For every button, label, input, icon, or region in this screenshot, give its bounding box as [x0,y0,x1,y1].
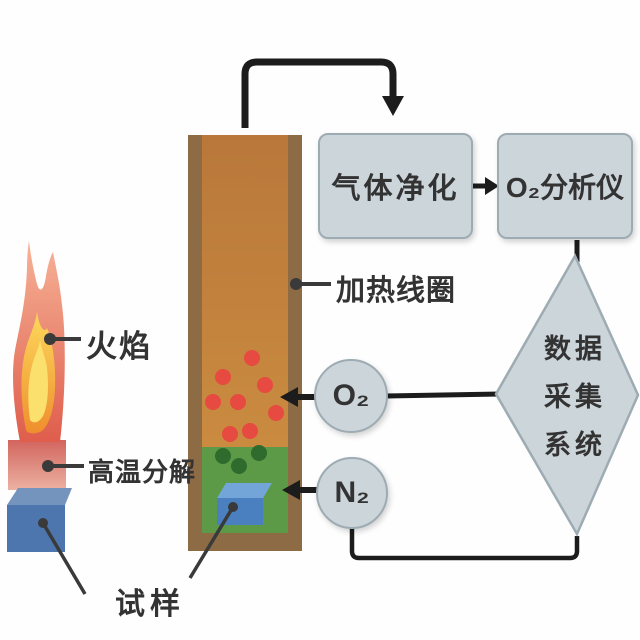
cube-top-face [217,483,272,498]
pointer-line-furnace-cube [188,506,235,579]
arrowhead [280,387,298,407]
specimen-pointers [38,502,238,595]
arrowhead [282,480,300,500]
recirculation-arrow [241,58,404,128]
pointer-line-left-cube [41,522,87,595]
furnace-wall-left [188,135,202,551]
daq-line-2: 采集 [544,382,606,412]
flame-core [28,340,48,423]
n2-inlet-arrow [282,480,318,500]
pyrolysis-dot [231,458,247,474]
pyrolysis-pointer [42,460,84,472]
oxygen-dot [222,426,238,442]
flame-illustration [7,241,72,552]
oxygen-dot [268,405,284,421]
daq-line-1: 数据 [544,334,606,364]
cube-top-face [7,488,72,505]
cube-front-face [7,505,65,552]
oxygen-dot [257,377,273,393]
cube-front-face [217,498,263,525]
recirculation-arrow-line [241,58,397,128]
daq-line-3: 系统 [544,430,606,460]
heating-coil-pointer [290,278,331,290]
recirculation-arrowhead [382,96,404,116]
specimen-label: 试样 [115,588,185,621]
flame-label: 火焰 [86,329,152,364]
daq-diamond [494,253,640,537]
left-specimen-cube [7,488,72,552]
o2-analyzer-box: O₂分析仪 [497,133,633,239]
o2-supply-node: O₂ [314,359,388,433]
arrowhead [485,177,499,195]
n2-supply-node: N₂ [316,457,388,529]
heating-coil-label: 加热线圈 [336,275,457,307]
furnace-specimen-cube [217,483,272,525]
furnace-wall-right [288,135,302,551]
pyrolysis-dot [215,448,231,464]
oxygen-dot [242,423,258,439]
pointer-dot [44,333,56,345]
purification-to-analyzer-arrow [473,177,499,195]
pointer-dot [290,278,302,290]
oxygen-dot [215,369,231,385]
o2-analyzer-label: O₂分析仪 [505,172,625,203]
oxygen-dot [205,394,221,410]
pyrolysis-label: 高温分解 [88,457,197,487]
pointer-dot [42,460,54,472]
flame-pointer [44,333,81,345]
daq-system-label: 数据 采集 系统 [500,325,640,469]
o2-supply-label: O₂ [332,379,370,412]
o2-to-daq-line [385,391,501,399]
o2-inlet-arrow [280,387,316,407]
n2-to-daq-line [349,528,580,561]
pyrolysis-dot [251,445,267,461]
gas-purification-label: 气体净化 [331,173,460,205]
oxygen-dot [244,350,260,366]
n2-supply-label: N₂ [334,476,370,509]
oxygen-dot [230,394,246,410]
oxygen-molecule-dots [205,350,284,442]
gas-purification-box: 气体净化 [318,133,473,239]
furnace-wall-bottom [188,533,302,551]
pyrolysis-gas-dots [215,445,267,474]
